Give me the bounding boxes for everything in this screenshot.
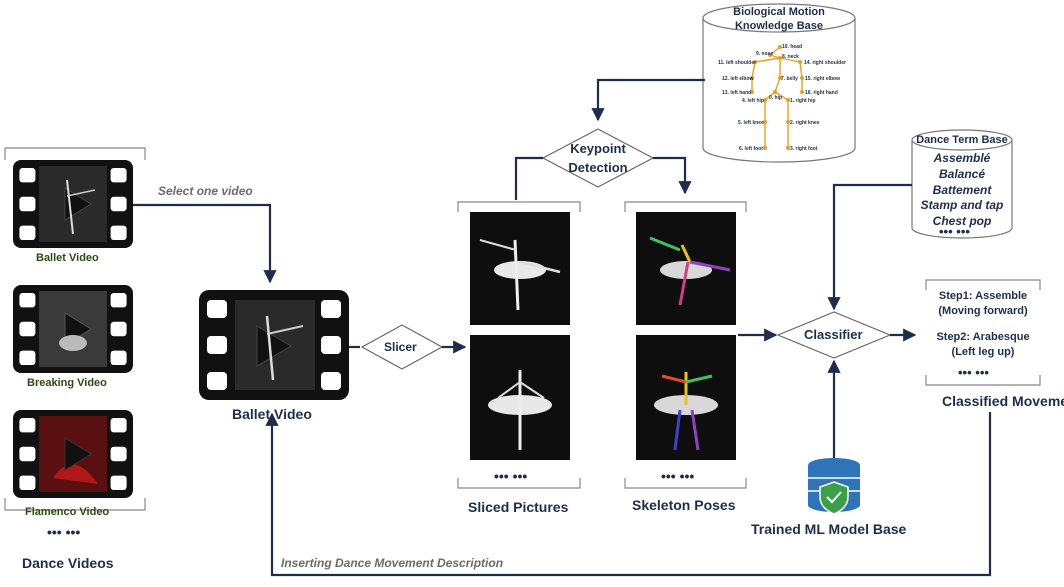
classified-movement-label: Classified Movement [942, 393, 1064, 409]
kp-head: 10. head [782, 44, 803, 50]
dance-term-base-title: Dance Term Base [916, 134, 1008, 146]
skeleton-poses-label: Skeleton Poses [632, 497, 736, 513]
line-keypoint-to-sliced [514, 156, 543, 200]
term-item: Stamp and tap [920, 198, 1004, 212]
feedback-label: Inserting Dance Movement Description [281, 556, 504, 570]
kp-left-hip: 4. left hip [742, 98, 764, 104]
kb-title-line2: Knowledge Base [734, 20, 824, 32]
breaking-video-reel[interactable] [13, 285, 133, 373]
arrow-select-video [133, 203, 277, 284]
skeleton-more: ••• ••• [661, 468, 695, 484]
skeleton-pose-2 [636, 335, 736, 460]
kp-left-knee: 5. left knee [738, 120, 764, 126]
skeleton-keypoint-diagram [751, 46, 803, 148]
kp-right-hand: 16. right hand [805, 90, 838, 96]
knowledge-base-cylinder [702, 3, 856, 163]
kp-left-hand: 13. left hand [722, 90, 752, 96]
kp-right-shoulder: 14. right shoulder [804, 60, 846, 66]
term-item: Chest pop [932, 214, 992, 228]
dance-videos-more: ••• ••• [47, 524, 81, 540]
skeleton-pose-1 [636, 212, 736, 325]
breaking-video-label: Breaking Video [27, 377, 107, 389]
classified-more: ••• ••• [958, 365, 989, 380]
arrow-keypoint-to-skeleton [653, 156, 692, 195]
kp-left-elbow: 12. left elbow [722, 76, 754, 82]
flamenco-video-label: Flamenco Video [25, 506, 110, 518]
center-ballet-video-reel[interactable] [199, 290, 349, 400]
kb-title-line1: Biological Motion [733, 6, 825, 18]
step2-line2: (Left leg up) [951, 346, 1015, 358]
sliced-more: ••• ••• [494, 468, 528, 484]
center-video-label: Ballet Video [232, 406, 312, 422]
step1-line1: Step1: Assemble [938, 290, 1028, 302]
skeleton-keypoint-dots [750, 45, 804, 150]
ml-model-base-label: Trained ML Model Base [751, 521, 907, 537]
select-video-label: Select one video [158, 184, 253, 198]
dance-term-base-cylinder [911, 129, 1013, 239]
kp-neck: 8. neck [782, 54, 799, 60]
arrow-feedback-loop [265, 412, 992, 577]
sliced-picture-2 [470, 335, 570, 460]
slicer-label: Slicer [384, 340, 417, 354]
kp-right-foot: 3. right foot [790, 146, 818, 152]
term-item: Assemblé [933, 151, 991, 165]
step1-line2: (Moving forward) [938, 305, 1028, 317]
arrow-kb-to-keypoint [591, 78, 705, 122]
arrow-terms-to-classifier [827, 183, 912, 311]
skeleton-poses-bracket [624, 201, 747, 489]
kp-hip: 0. hip [769, 95, 783, 101]
keypoint-detection-line1: Keypoint [570, 141, 626, 156]
classified-movement-bracket [925, 279, 1041, 386]
flamenco-video-reel[interactable] [13, 410, 133, 498]
keypoint-detection-line2: Detection [568, 160, 628, 175]
shield-check-icon [819, 481, 849, 515]
step2-line1: Step2: Arabesque [936, 331, 1030, 343]
ballet-video-label: Ballet Video [36, 252, 99, 264]
ballet-video-reel[interactable] [13, 160, 133, 248]
sliced-picture-1 [470, 212, 570, 325]
sliced-pictures-bracket [457, 201, 581, 489]
dance-videos-bracket [4, 147, 146, 511]
kp-right-elbow: 15. right elbow [805, 76, 841, 82]
dance-videos-label: Dance Videos [22, 555, 114, 571]
term-item: Battement [932, 183, 992, 197]
dance-terms-more: ••• ••• [939, 224, 970, 239]
kp-belly: 7. belly [781, 76, 798, 82]
kp-nose: 9. nose [756, 51, 774, 57]
sliced-pictures-label: Sliced Pictures [468, 499, 569, 515]
classifier-label: Classifier [804, 327, 863, 342]
keypoint-detection-diamond [541, 128, 655, 188]
kp-right-knee: 2. right knee [790, 120, 820, 126]
term-item: Balancé [938, 167, 986, 181]
kp-right-hip: 1. right hip [790, 98, 816, 104]
kp-left-foot: 6. left foot [739, 146, 763, 152]
kp-left-shoulder: 11. left shoulder [718, 60, 757, 66]
